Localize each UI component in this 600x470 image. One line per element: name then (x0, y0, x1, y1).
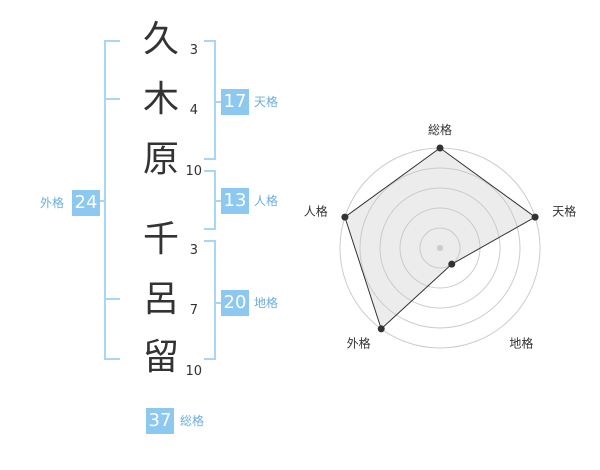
name-char-4: 千 (142, 219, 179, 260)
gaikaku-connector (98, 200, 106, 202)
radar-grid-ring-3 (379, 187, 501, 309)
name-char-6: 留 (142, 337, 179, 378)
radar-axis-label-1: 総格 (428, 122, 452, 137)
chikaku-badge: 20 (221, 290, 249, 316)
radar-center-dot (437, 245, 443, 251)
radar-point-2 (531, 213, 539, 221)
radar-grid-ring-1 (419, 227, 461, 269)
chikaku-label: 地格 (254, 296, 279, 310)
chikaku-connector (214, 302, 222, 304)
radar-series-polygon (344, 147, 537, 330)
name-char-5: 呂 (142, 279, 179, 320)
gaikaku-tick-lower (104, 298, 120, 300)
jinkaku-connector (214, 200, 222, 202)
name-char-2: 木 (142, 79, 179, 120)
stroke-count-4: 3 (189, 243, 198, 258)
radar-axis-label-5: 人格 (304, 204, 328, 219)
jinkaku-label: 人格 (254, 194, 279, 208)
gaikaku-tick-upper (104, 98, 120, 100)
radar-point-5 (341, 213, 349, 221)
name-char-1: 久 (142, 19, 179, 60)
stroke-count-2: 4 (189, 103, 198, 118)
stroke-count-1: 3 (189, 43, 198, 58)
radar-point-3 (448, 260, 456, 268)
chikaku-bracket (204, 240, 216, 360)
radar-axis-label-3: 地格 (509, 335, 533, 350)
tenkaku-bracket (204, 40, 216, 160)
gaikaku-label: 外格 (40, 196, 65, 210)
radar-axis-label-4: 外格 (347, 335, 371, 350)
radar-axis-label-2: 天格 (552, 204, 576, 219)
soukaku-label: 総格 (180, 414, 205, 428)
stroke-count-3: 10 (185, 164, 202, 179)
tenkaku-connector (214, 101, 222, 103)
radar-point-4 (377, 325, 385, 333)
radar-point-1 (436, 144, 444, 152)
jinkaku-badge: 13 (221, 188, 249, 214)
gaikaku-badge: 24 (72, 190, 100, 216)
tenkaku-badge: 17 (221, 89, 249, 115)
radar-grid-ring-4 (359, 167, 521, 329)
tenkaku-label: 天格 (254, 95, 279, 109)
gaikaku-bracket (104, 40, 120, 360)
name-char-3: 原 (142, 139, 179, 180)
soukaku-badge: 37 (146, 408, 174, 434)
stroke-count-5: 7 (189, 303, 198, 318)
stroke-count-6: 10 (185, 364, 202, 379)
